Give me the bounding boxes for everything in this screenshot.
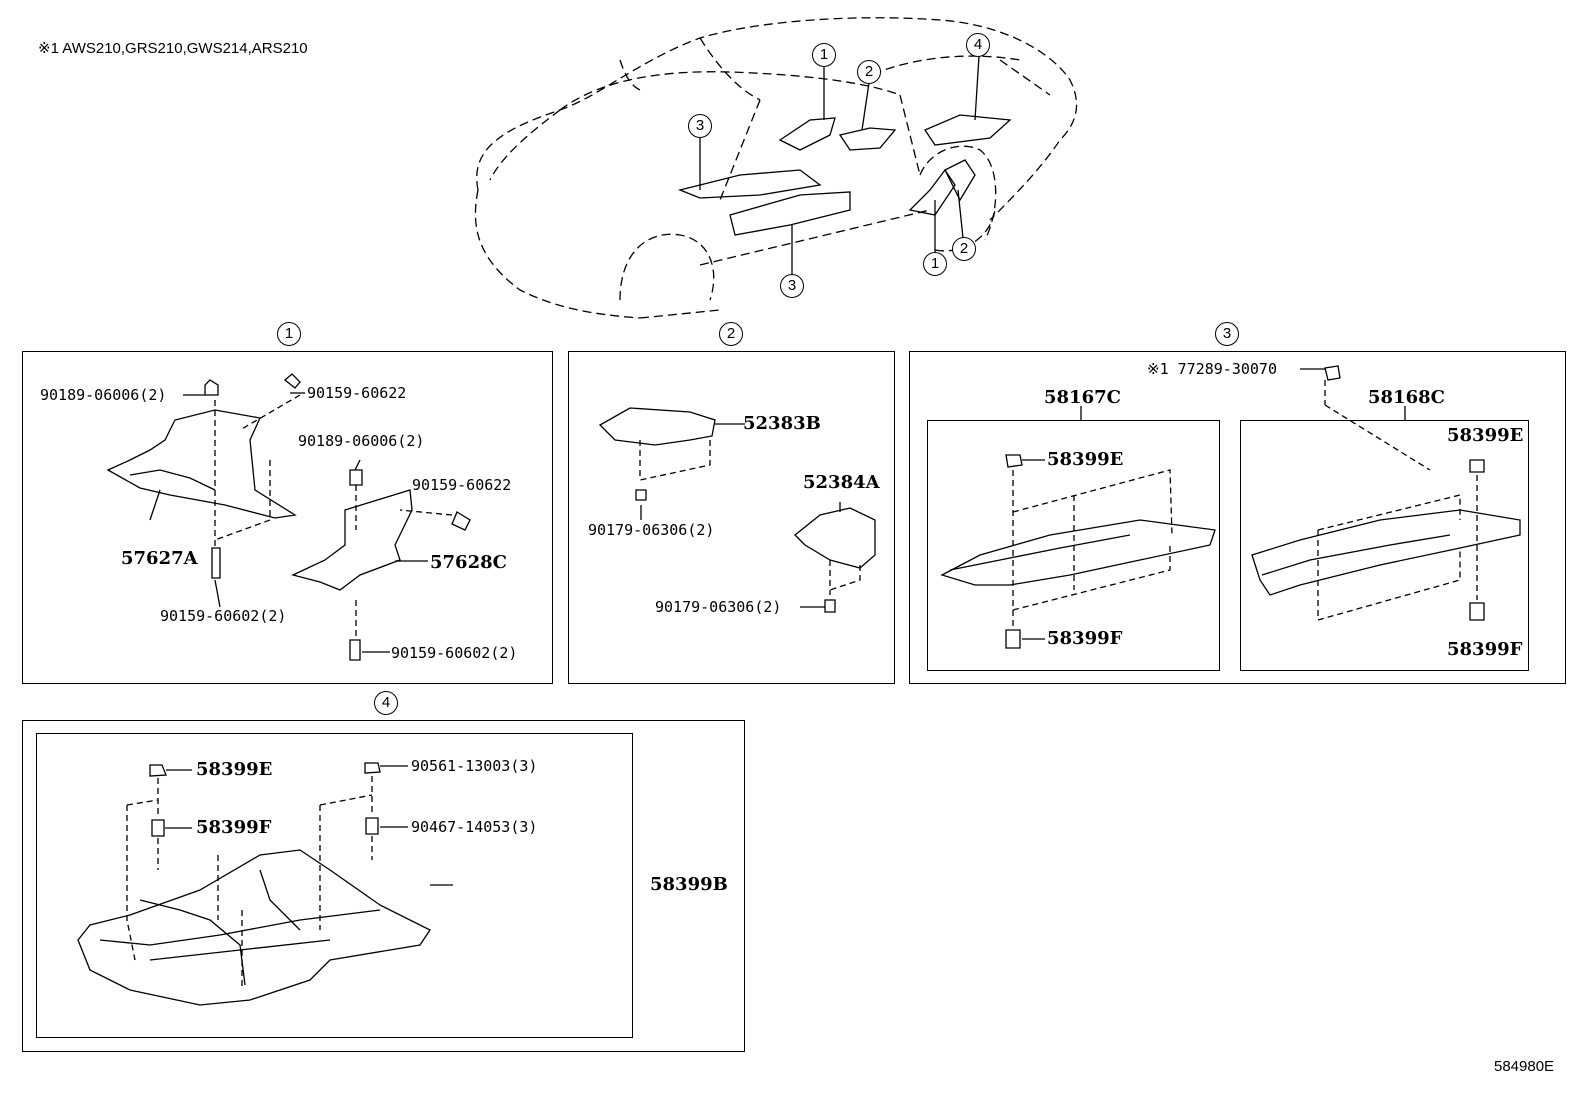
part-90159-60622-right: 90159-60622 (412, 476, 512, 494)
section-3-left-subframe (927, 420, 1220, 671)
figure-code: 584980E (1494, 1058, 1555, 1075)
section-2-number: 2 (719, 322, 743, 346)
car-callout-3-bottom: 3 (780, 274, 804, 298)
car-callout-4: 4 (966, 33, 990, 57)
part-52383B: 52383B (743, 413, 821, 434)
section-4-subframe (36, 733, 633, 1038)
part-90159-60602-right: 90159-60602(2) (391, 644, 518, 662)
section-2-art (598, 407, 876, 613)
part-90467-14053: 90467-14053(3) (411, 818, 538, 836)
part-58399F-s4: 58399F (196, 817, 272, 838)
part-58399B: 58399B (650, 874, 728, 895)
section-4-art (77, 762, 453, 1006)
part-58399E-right: 58399E (1447, 425, 1524, 446)
car-callout-2-bottom: 2 (952, 237, 976, 261)
car-leaders (699, 55, 980, 274)
car-underbody-parts (677, 114, 1012, 236)
part-90189-06006-upper: 90189-06006(2) (40, 386, 167, 404)
part-77289-30070: ※1 77289-30070 (1147, 360, 1277, 378)
car-callout-1-top: 1 (812, 43, 836, 67)
section-4-frame (22, 720, 745, 1052)
part-52384A: 52384A (803, 472, 880, 493)
part-57628C: 57628C (430, 552, 507, 573)
part-58167C: 58167C (1044, 387, 1121, 408)
model-applicability-note: ※1 AWS210,GRS210,GWS214,ARS210 (38, 40, 308, 57)
section-2-frame (568, 351, 895, 684)
section-4-number: 4 (374, 691, 398, 715)
part-58399F-left: 58399F (1047, 628, 1123, 649)
part-58399E-left: 58399E (1047, 449, 1124, 470)
section-1-frame (22, 351, 553, 684)
car-callout-3-left: 3 (688, 114, 712, 138)
part-58168C: 58168C (1368, 387, 1445, 408)
section-3-art (940, 365, 1521, 649)
section-1-art (106, 373, 471, 661)
part-90179-06306-right: 90179-06306(2) (655, 598, 782, 616)
section-3-right-subframe (1240, 420, 1529, 671)
section-3-frame (909, 351, 1566, 684)
part-90159-60602-left: 90159-60602(2) (160, 607, 287, 625)
car-callout-2-top: 2 (857, 60, 881, 84)
part-58399E-s4: 58399E (196, 759, 273, 780)
part-90159-60622-upper: 90159-60622 (307, 384, 407, 402)
section-1-number: 1 (277, 322, 301, 346)
part-90179-06306-left: 90179-06306(2) (588, 521, 715, 539)
part-57627A: 57627A (121, 548, 198, 569)
car-callout-1-bottom: 1 (923, 252, 947, 276)
section-3-number: 3 (1215, 322, 1239, 346)
part-90189-06006-right: 90189-06006(2) (298, 432, 425, 450)
part-58399F-right: 58399F (1447, 639, 1523, 660)
part-90561-13003: 90561-13003(3) (411, 757, 538, 775)
car-illustration (474, 17, 1078, 319)
